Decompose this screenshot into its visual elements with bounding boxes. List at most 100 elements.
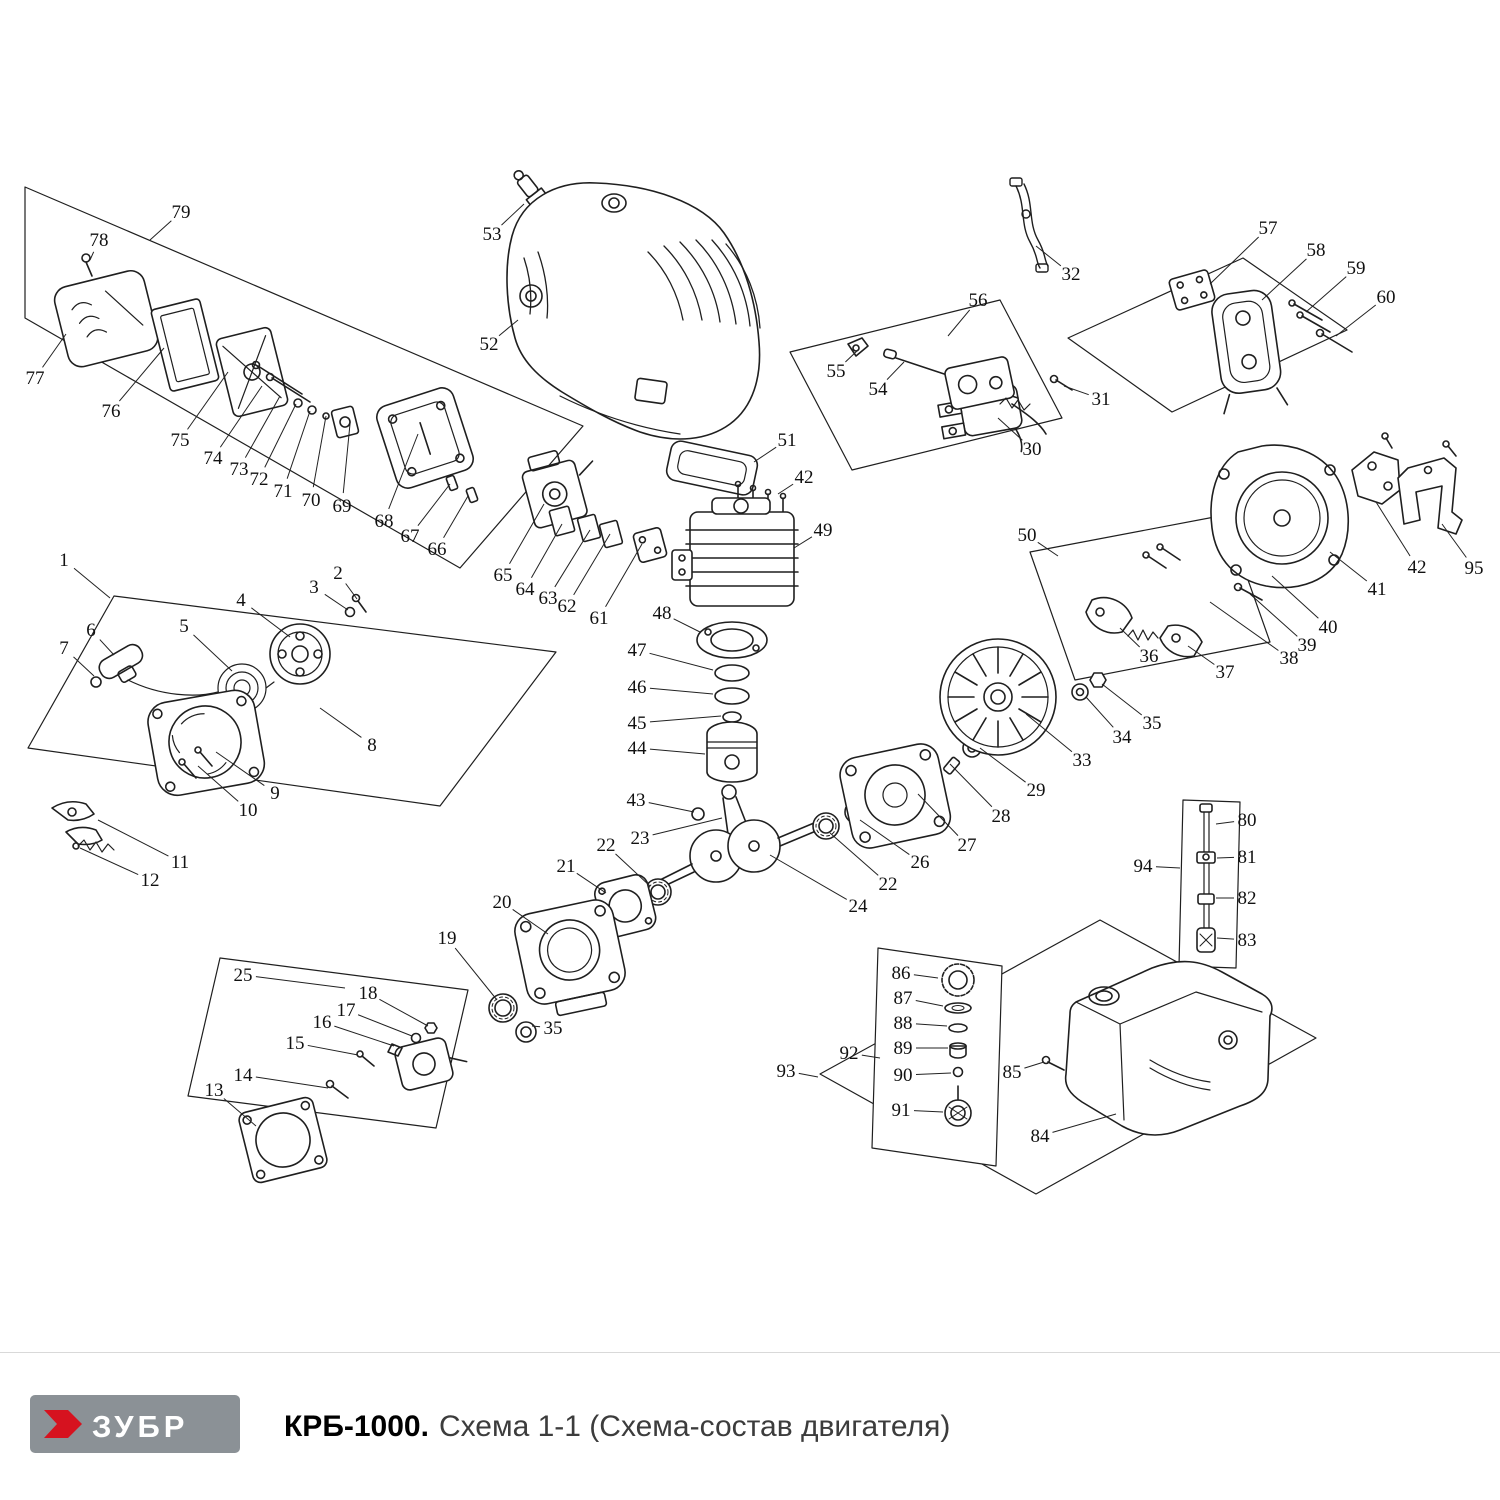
leader-line (89, 251, 95, 261)
part-callout-84: 84 (1031, 1113, 1117, 1147)
part-number-label: 19 (438, 928, 457, 949)
leader-line (1037, 541, 1059, 557)
rope-guide (90, 676, 102, 688)
muffler-spacers (445, 474, 479, 504)
leader-line (861, 1054, 881, 1059)
part-number-label: 17 (337, 1000, 356, 1021)
tank-cap (941, 963, 975, 997)
leader-line (1375, 501, 1411, 557)
part-number-label: 68 (375, 511, 394, 532)
starter-pawls (51, 800, 103, 846)
leader-line (342, 423, 351, 494)
part-number-label: 20 (493, 892, 512, 913)
bracket-42 (1351, 432, 1401, 505)
bearing-19 (488, 993, 518, 1023)
leader-line (1209, 601, 1279, 651)
part-number-label: 29 (1027, 780, 1046, 801)
part-callout-78: 78 (89, 230, 109, 261)
leader-line (255, 976, 346, 989)
assembly-box-starter (27, 595, 557, 807)
leader-line (829, 832, 879, 876)
part-number-label: 44 (628, 738, 648, 759)
leader-line (1209, 236, 1259, 285)
leader-line (193, 634, 233, 672)
part-callout-5: 5 (179, 616, 233, 672)
part-number-label: 86 (892, 963, 911, 984)
part-number-label: 64 (516, 579, 536, 600)
part-callout-76: 76 (102, 347, 165, 422)
part-number-label: 95 (1465, 558, 1484, 579)
leader-line (498, 319, 519, 337)
leader-line (1271, 575, 1319, 619)
part-number-label: 94 (1134, 856, 1154, 877)
part-callout-13: 13 (205, 1080, 257, 1127)
screw-85 (1041, 1055, 1065, 1071)
part-callout-43: 43 (627, 790, 695, 813)
leader-line (118, 347, 165, 402)
part-callout-79: 79 (149, 202, 191, 241)
part-number-label: 24 (849, 896, 869, 917)
leader-line (649, 687, 714, 695)
part-number-label: 49 (814, 520, 833, 541)
gasket-69 (330, 405, 360, 439)
part-callout-37: 37 (1187, 645, 1235, 683)
brand-logo: ЗУБР (30, 1395, 240, 1458)
part-callout-49: 49 (793, 520, 833, 549)
leader-line (605, 543, 643, 608)
part-number-label: 81 (1238, 847, 1257, 868)
part-number-label: 42 (1408, 557, 1427, 578)
part-callout-77: 77 (26, 333, 67, 389)
part-number-label: 61 (590, 608, 609, 629)
starter-handle (98, 643, 144, 684)
leader-line (915, 1023, 948, 1027)
assembly-box-gear-plate (187, 957, 469, 1129)
part-number-label: 84 (1031, 1126, 1051, 1147)
leader-line (1035, 245, 1062, 267)
logo-background (30, 1395, 240, 1453)
piston-pin (722, 711, 742, 723)
part-callout-86: 86 (892, 963, 939, 984)
part-number-label: 51 (778, 430, 797, 451)
leader-line (443, 495, 469, 539)
part-callout-54: 54 (869, 361, 905, 400)
part-callout-10: 10 (197, 765, 258, 821)
screw-2 (351, 593, 367, 613)
part-callout-53: 53 (483, 203, 525, 245)
part-number-label: 30 (1023, 439, 1042, 460)
leader-line (388, 433, 419, 510)
part-number-label: 33 (1073, 750, 1092, 771)
leader-line (576, 872, 607, 894)
part-callout-85: 85 (1003, 1061, 1045, 1083)
part-number-label: 36 (1140, 646, 1159, 667)
leader-line (324, 593, 349, 611)
leader-line (1261, 258, 1307, 301)
throttle-lever (847, 337, 869, 357)
fuel-tank (1064, 960, 1273, 1136)
part-callout-55: 55 (827, 349, 859, 382)
part-number-label: 26 (911, 852, 930, 873)
part-callout-57: 57 (1209, 218, 1278, 285)
part-number-label: 11 (171, 852, 189, 873)
part-callout-38: 38 (1209, 601, 1299, 669)
part-callout-80: 80 (1215, 810, 1257, 831)
piston (706, 721, 758, 783)
leader-line (648, 802, 695, 813)
part-callout-39: 39 (1249, 593, 1317, 656)
part-number-label: 22 (597, 835, 616, 856)
washer-3 (344, 606, 356, 618)
carburetor (521, 449, 594, 529)
leader-line (187, 371, 229, 430)
housing-bolts (178, 746, 213, 779)
bolt-14 (325, 1079, 349, 1099)
crankcase-half-left (514, 899, 626, 1017)
part-number-label: 75 (171, 430, 190, 451)
leader-line (223, 1098, 257, 1127)
part-number-label: 78 (90, 230, 109, 251)
part-callout-29: 29 (979, 747, 1046, 801)
leader-line (509, 503, 545, 564)
part-number-label: 4 (236, 590, 246, 611)
leader-line (1063, 385, 1089, 396)
part-number-label: 87 (894, 988, 913, 1009)
leader-line (1329, 551, 1368, 582)
